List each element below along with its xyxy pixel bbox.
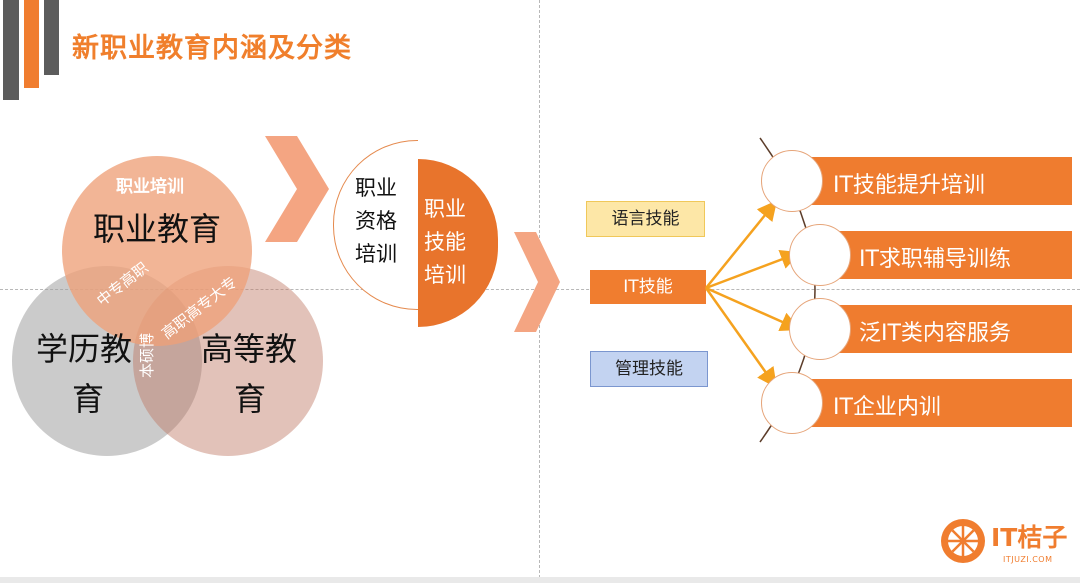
it-item-circle-1 (761, 150, 823, 212)
venn-left-label-2: 育 (72, 380, 105, 418)
venn-top-label: 职业教育 (93, 210, 222, 248)
venn-right-label-2: 育 (234, 380, 267, 418)
qualification-line-2: 资格 (355, 209, 397, 233)
venn-left-label-1: 学历教 (36, 330, 133, 368)
logo-name: IT桔子 (991, 523, 1068, 552)
page-title: 新职业教育内涵及分类 (72, 33, 352, 64)
venn-overlap-label-c: 本硕博 (138, 332, 156, 378)
skill-line-3: 培训 (424, 263, 466, 287)
bottom-bar (0, 577, 1080, 583)
qualification-training-label: 职业 资格 培训 (355, 172, 397, 271)
it-item-label-4: IT企业内训 (833, 395, 941, 420)
skill-line-1: 职业 (424, 197, 466, 221)
it-item-bar-3 (826, 305, 1072, 353)
title-decoration (0, 0, 70, 100)
it-item-circle-2 (789, 224, 851, 286)
language-skills-box: 语言技能 (586, 201, 705, 237)
orange-slice-icon (948, 526, 978, 556)
orange-logo-icon (941, 519, 985, 563)
qualification-line-3: 培训 (355, 242, 397, 266)
venn-circle-vocational (62, 156, 252, 346)
qualification-line-1: 职业 (355, 176, 397, 200)
it-item-label-2: IT求职辅导训练 (859, 247, 1011, 272)
chevron-arrow-1 (265, 136, 329, 242)
it-item-label-1: IT技能提升培训 (833, 173, 985, 198)
it-item-bar-4 (800, 379, 1072, 427)
management-skills-box: 管理技能 (590, 351, 708, 387)
logo-url: ITJUZI.COM (1003, 555, 1053, 564)
it-skills-box: IT技能 (590, 270, 706, 304)
it-item-circle-4 (761, 372, 823, 434)
chevron-arrow-2 (514, 232, 560, 332)
skill-training-label: 职业 技能 培训 (424, 193, 466, 292)
it-item-bar-2 (826, 231, 1072, 279)
skill-line-2: 技能 (424, 230, 466, 254)
it-item-circle-3 (789, 298, 851, 360)
venn-right-label-1: 高等教 (201, 330, 298, 368)
it-item-bar-1 (800, 157, 1072, 205)
venn-top-small-label: 职业培训 (116, 177, 184, 197)
it-item-label-3: 泛IT类内容服务 (859, 321, 1011, 346)
